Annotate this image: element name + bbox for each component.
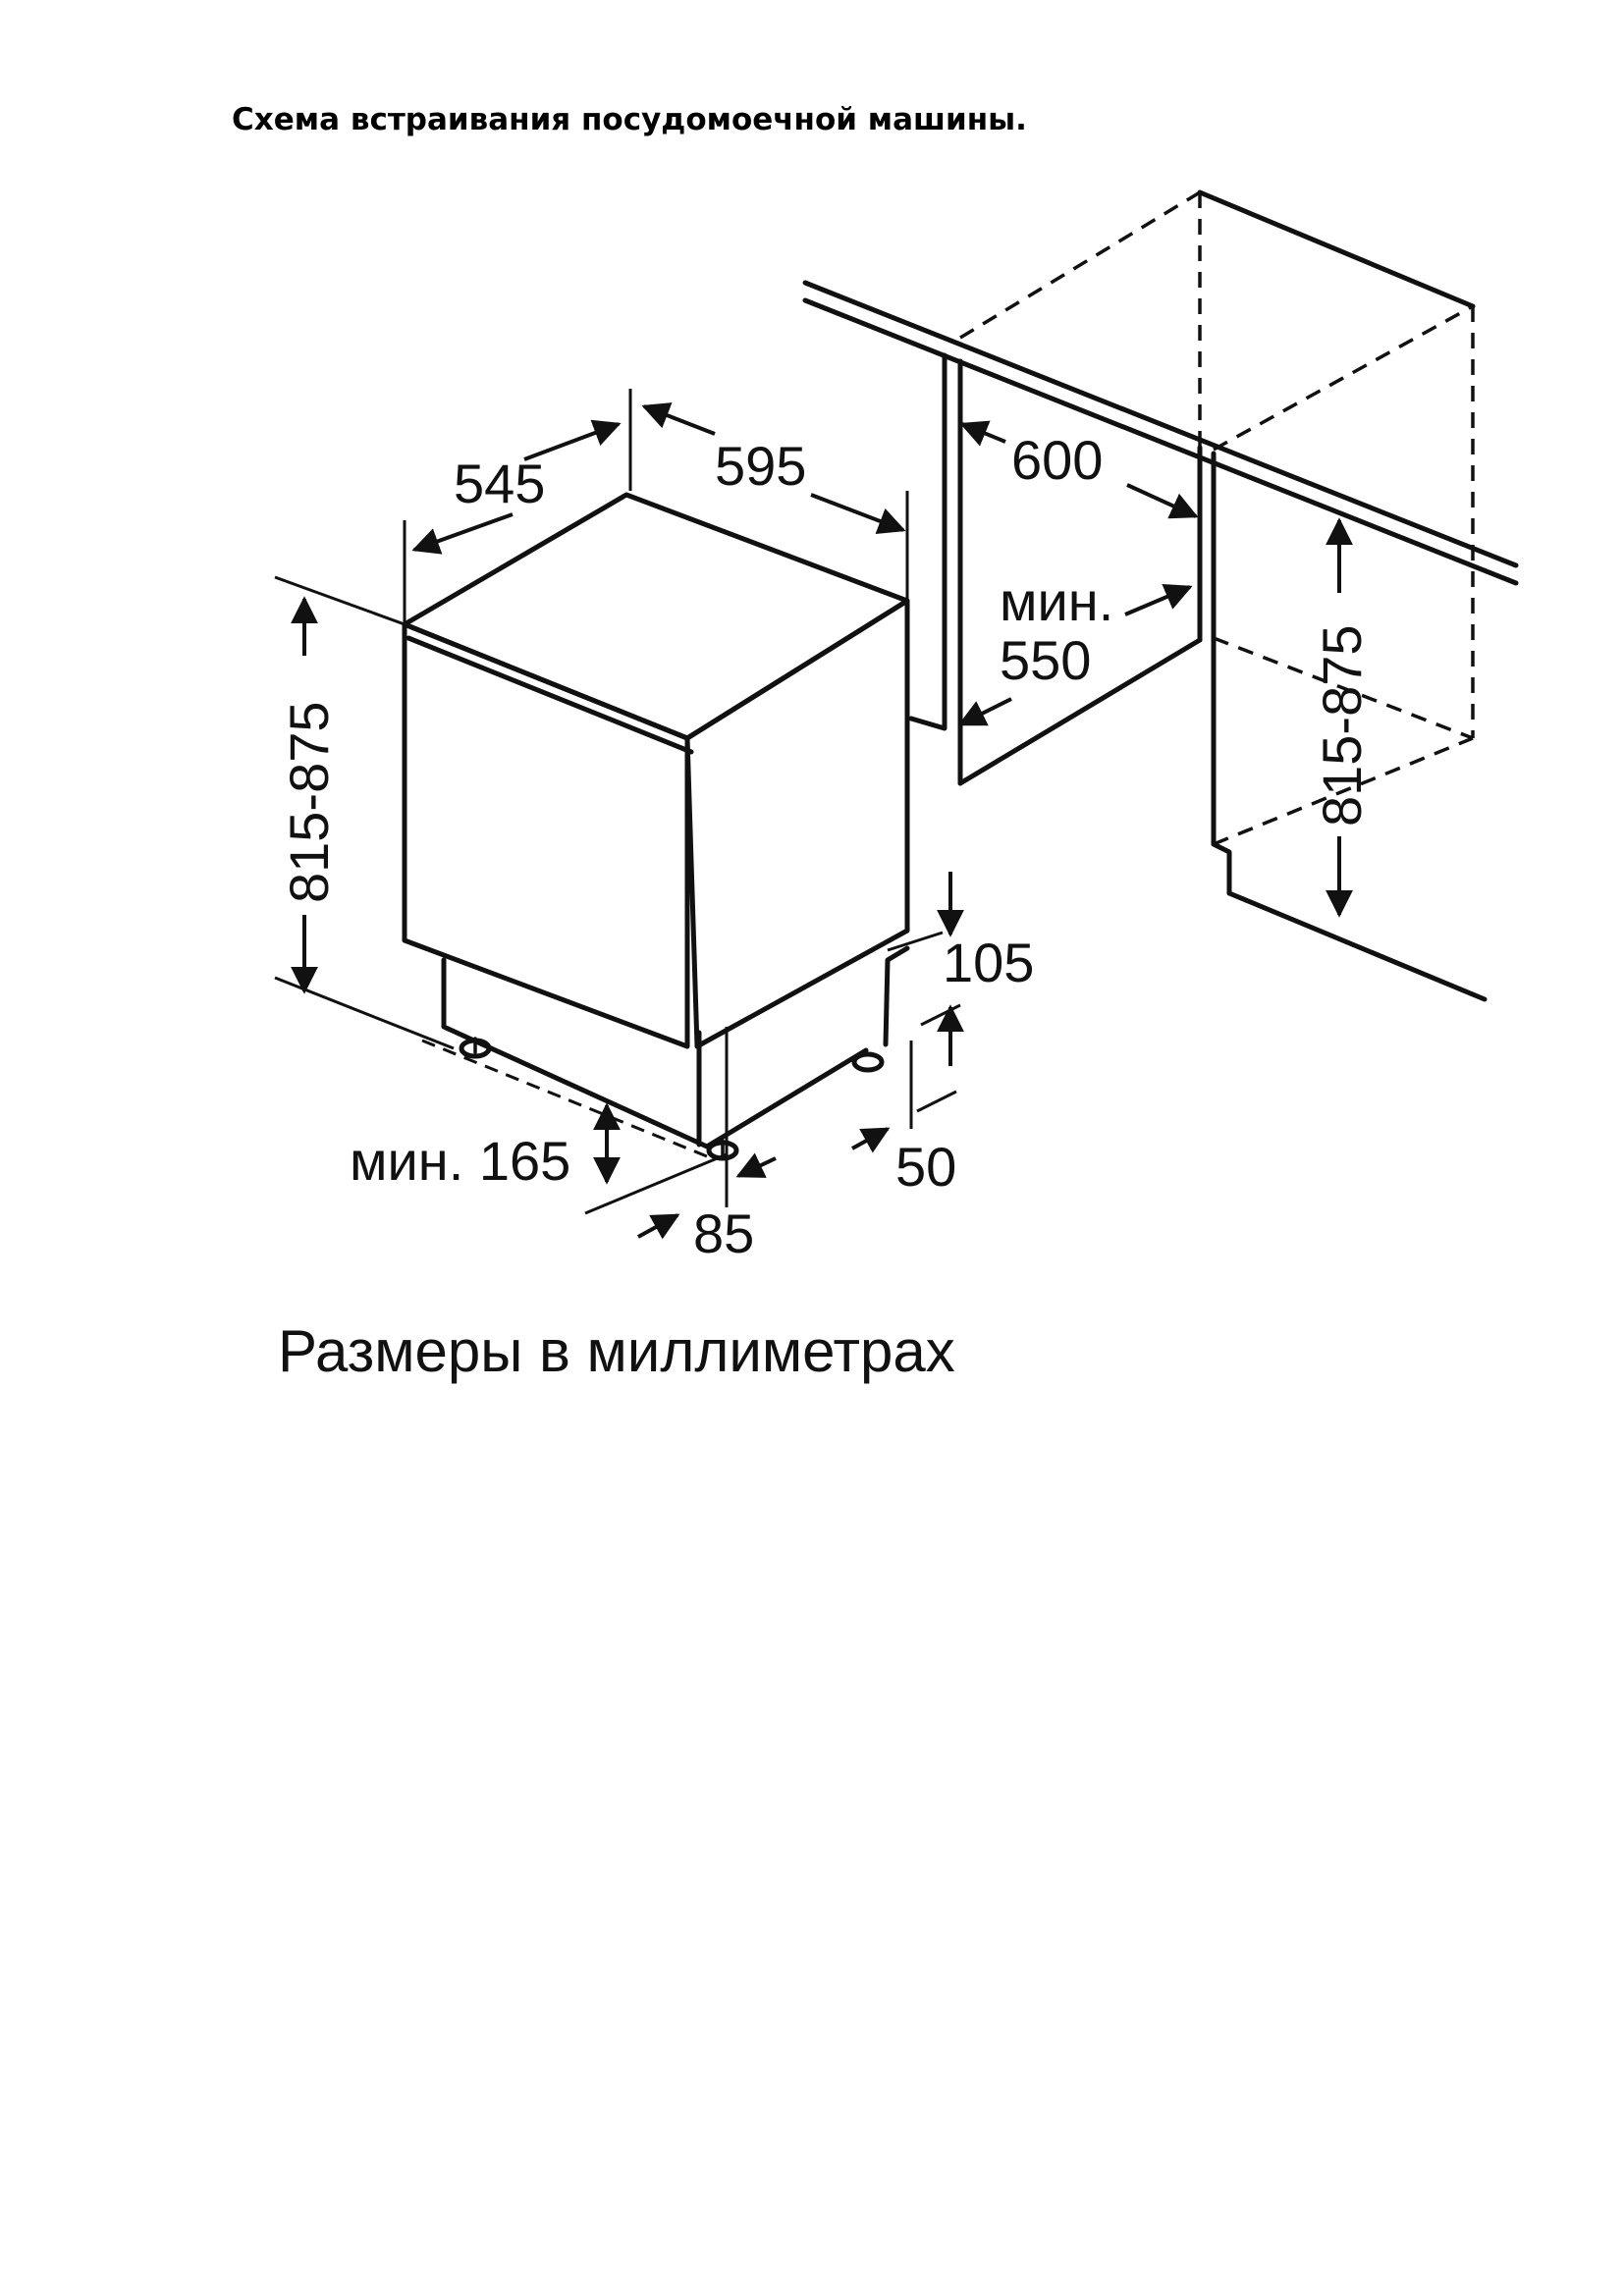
dim-plinth-height-label: 105 [943,932,1034,993]
cabinet-niche [802,189,1519,1002]
dim-height-right-label: 815-875 [1311,624,1373,827]
dim-height-left-label: 815-875 [278,701,340,903]
dim-width-label: 595 [715,435,806,497]
dim-niche-depth-min-label: мин. [1000,570,1113,632]
dim-niche-depth-value-label: 550 [1000,629,1091,691]
dim-foot-offset-label: 85 [693,1202,754,1264]
dim-niche-width-label: 600 [1011,429,1103,491]
dimension-lines [274,389,1353,1240]
dim-depth-label: 545 [454,453,545,514]
dishwasher-body [402,492,910,1161]
dim-min-clearance-label: мин. 165 [350,1130,570,1192]
units-caption: Размеры в миллиметрах [278,1318,955,1384]
page-title: Схема встраивания посудомоечной машины. [232,102,1027,137]
dim-plinth-recess-label: 50 [895,1136,956,1198]
